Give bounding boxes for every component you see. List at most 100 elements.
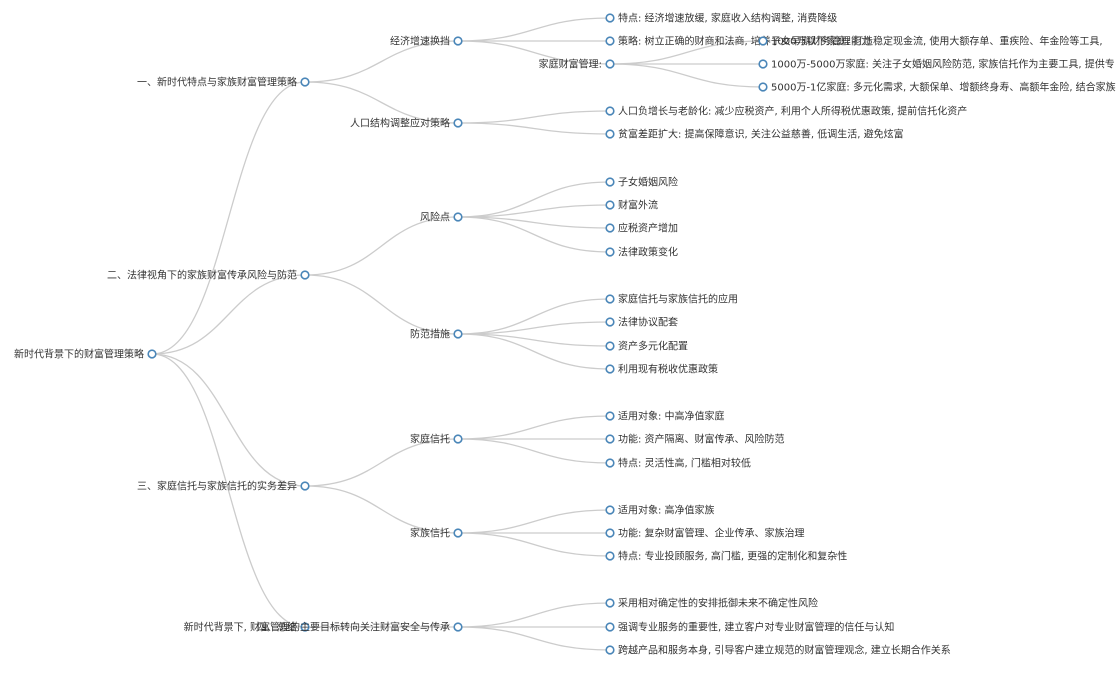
node-label: 家庭信托 bbox=[410, 433, 450, 446]
node-label: 人口负增长与老龄化: 减少应税资产, 利用个人所得税优惠政策, 提前信托化资产 bbox=[618, 105, 967, 118]
mindmap-nodes: 新时代背景下的财富管理策略 一、新时代特点与家族财富管理策略 经济增速换挡 特点: 经… bbox=[14, 12, 1116, 657]
node-toggle-circle[interactable] bbox=[605, 411, 615, 421]
connector-line bbox=[457, 321, 611, 335]
mindmap-node-r-0-1[interactable]: 人口结构调整应对策略 bbox=[350, 117, 463, 130]
mindmap-node-r-3[interactable]: 四、总结 bbox=[257, 621, 310, 634]
node-toggle-circle[interactable] bbox=[147, 349, 157, 359]
connector-line bbox=[457, 626, 611, 651]
mindmap-node-r-3-0-2[interactable]: 跨越产品和服务本身, 引导客户建立规范的财富管理观念, 建立长期合作关系 bbox=[605, 644, 951, 657]
mindmap-node-r-0-0-2-0[interactable]: 1000万以下家庭: 打造稳定现金流, 使用大额存单、重疾险、年金险等工具, bbox=[758, 35, 1103, 48]
node-label: 跨越产品和服务本身, 引导客户建立规范的财富管理观念, 建立长期合作关系 bbox=[618, 644, 951, 657]
mindmap-node-r-1[interactable]: 二、法律视角下的家族财富传承风险与防范 bbox=[107, 269, 310, 282]
node-toggle-circle[interactable] bbox=[300, 270, 310, 280]
node-toggle-circle[interactable] bbox=[605, 622, 615, 632]
node-toggle-circle[interactable] bbox=[605, 247, 615, 257]
node-label: 家庭财富管理: bbox=[539, 58, 602, 71]
connector-line bbox=[457, 216, 611, 229]
mindmap-node-r-3-0-1[interactable]: 强调专业服务的重要性, 建立客户对专业财富管理的信任与认知 bbox=[605, 621, 894, 634]
node-toggle-circle[interactable] bbox=[605, 177, 615, 187]
node-toggle-circle[interactable] bbox=[300, 622, 310, 632]
mindmap-node-r-2-0[interactable]: 家庭信托 bbox=[410, 433, 463, 446]
mindmap-node-r-0-0-2-2[interactable]: 5000万-1亿家庭: 多元化需求, 大额保单、增额终身寿、高额年金险, 结合家… bbox=[758, 81, 1116, 94]
node-toggle-circle[interactable] bbox=[605, 129, 615, 139]
node-toggle-circle[interactable] bbox=[453, 118, 463, 128]
mindmap-node-r-1-0[interactable]: 风险点 bbox=[420, 211, 463, 224]
connector-line bbox=[304, 274, 459, 335]
node-toggle-circle[interactable] bbox=[453, 329, 463, 339]
mindmap-node-r-2-0-1[interactable]: 功能: 资产隔离、财富传承、风险防范 bbox=[605, 433, 785, 446]
node-toggle-circle[interactable] bbox=[453, 528, 463, 538]
mindmap-node-r-0-0-1[interactable]: 策略: 树立正确的财商和法商, 培养子女早期财务管理能力 bbox=[605, 35, 871, 48]
node-toggle-circle[interactable] bbox=[605, 13, 615, 23]
node-toggle-circle[interactable] bbox=[758, 59, 768, 69]
node-toggle-circle[interactable] bbox=[605, 36, 615, 46]
node-label: 一、新时代特点与家族财富管理策略 bbox=[137, 76, 297, 89]
node-toggle-circle[interactable] bbox=[605, 294, 615, 304]
node-toggle-circle[interactable] bbox=[453, 36, 463, 46]
mindmap-node-r-2-1-0[interactable]: 适用对象: 高净值家族 bbox=[605, 504, 715, 517]
node-label: 家庭信托与家族信托的应用 bbox=[618, 293, 738, 306]
node-toggle-circle[interactable] bbox=[605, 317, 615, 327]
mindmap-node-r-0-0-2-1[interactable]: 1000万-5000万家庭: 关注子女婚姻风险防范, 家族信托作为主要工具, 提… bbox=[758, 58, 1115, 71]
mindmap-links bbox=[151, 17, 764, 651]
node-toggle-circle[interactable] bbox=[605, 434, 615, 444]
node-toggle-circle[interactable] bbox=[605, 59, 615, 69]
node-toggle-circle[interactable] bbox=[300, 77, 310, 87]
mindmap-node-r-0-0-2[interactable]: 家庭财富管理: bbox=[539, 58, 615, 71]
node-toggle-circle[interactable] bbox=[758, 82, 768, 92]
node-toggle-circle[interactable] bbox=[453, 622, 463, 632]
node-toggle-circle[interactable] bbox=[605, 106, 615, 116]
mindmap-node-r-0-0-0[interactable]: 特点: 经济增速放缓, 家庭收入结构调整, 消费降级 bbox=[605, 12, 837, 25]
node-toggle-circle[interactable] bbox=[605, 551, 615, 561]
mindmap-node-r-2-1-1[interactable]: 功能: 复杂财富管理、企业传承、家族治理 bbox=[605, 527, 805, 540]
connector-line bbox=[457, 122, 611, 135]
node-toggle-circle[interactable] bbox=[605, 223, 615, 233]
node-toggle-circle[interactable] bbox=[605, 364, 615, 374]
node-toggle-circle[interactable] bbox=[605, 645, 615, 655]
mindmap-node-r-0-0[interactable]: 经济增速换挡 bbox=[390, 35, 463, 48]
connector-line bbox=[609, 63, 764, 88]
node-toggle-circle[interactable] bbox=[605, 458, 615, 468]
node-toggle-circle[interactable] bbox=[453, 434, 463, 444]
mindmap-node-r-2-1-2[interactable]: 特点: 专业投顾服务, 高门槛, 更强的定制化和复杂性 bbox=[605, 550, 847, 563]
node-label: 特点: 经济增速放缓, 家庭收入结构调整, 消费降级 bbox=[618, 12, 837, 25]
node-toggle-circle[interactable] bbox=[453, 212, 463, 222]
node-toggle-circle[interactable] bbox=[300, 481, 310, 491]
mindmap-node-r-1-1-3[interactable]: 利用现有税收优惠政策 bbox=[605, 363, 718, 376]
connector-line bbox=[457, 298, 611, 335]
mindmap-node-r-2[interactable]: 三、家庭信托与家族信托的实务差异 bbox=[137, 480, 310, 493]
mindmap-node-r-0[interactable]: 一、新时代特点与家族财富管理策略 bbox=[137, 76, 310, 89]
mindmap-node-r-2-0-0[interactable]: 适用对象: 中高净值家庭 bbox=[605, 410, 725, 423]
mindmap-node-r-1-0-3[interactable]: 法律政策变化 bbox=[605, 246, 678, 259]
mindmap-node-r-1-1[interactable]: 防范措施 bbox=[410, 328, 463, 341]
node-label: 功能: 复杂财富管理、企业传承、家族治理 bbox=[618, 527, 805, 540]
node-toggle-circle[interactable] bbox=[605, 200, 615, 210]
mindmap-node-r-2-1[interactable]: 家族信托 bbox=[410, 527, 463, 540]
mindmap-node-r-3-0[interactable]: 新时代背景下, 财富管理的主要目标转向关注财富安全与传承 bbox=[184, 621, 463, 634]
mindmap-node-r-0-1-0[interactable]: 人口负增长与老龄化: 减少应税资产, 利用个人所得税优惠政策, 提前信托化资产 bbox=[605, 105, 967, 118]
node-label: 贫富差距扩大: 提高保障意识, 关注公益慈善, 低调生活, 避免炫富 bbox=[618, 128, 904, 141]
mindmap-node-r-1-0-2[interactable]: 应税资产增加 bbox=[605, 222, 678, 235]
node-toggle-circle[interactable] bbox=[605, 598, 615, 608]
mindmap-node-r-1-0-0[interactable]: 子女婚姻风险 bbox=[605, 176, 678, 189]
mindmap-node-r-1-1-1[interactable]: 法律协议配套 bbox=[605, 316, 678, 329]
mindmap-node-r-1-1-0[interactable]: 家庭信托与家族信托的应用 bbox=[605, 293, 738, 306]
mindmap-node-r-1-0-1[interactable]: 财富外流 bbox=[605, 199, 658, 212]
mindmap-node-r-0-1-1[interactable]: 贫富差距扩大: 提高保障意识, 关注公益慈善, 低调生活, 避免炫富 bbox=[605, 128, 904, 141]
node-label: 人口结构调整应对策略 bbox=[350, 117, 450, 130]
node-toggle-circle[interactable] bbox=[605, 341, 615, 351]
root-node[interactable]: 新时代背景下的财富管理策略 bbox=[14, 348, 157, 361]
node-toggle-circle[interactable] bbox=[605, 505, 615, 515]
node-label: 5000万-1亿家庭: 多元化需求, 大额保单、增额终身寿、高额年金险, 结合家… bbox=[771, 81, 1116, 94]
mindmap-node-r-1-1-2[interactable]: 资产多元化配置 bbox=[605, 340, 688, 353]
node-label: 防范措施 bbox=[410, 328, 450, 341]
node-label: 新时代背景下, 财富管理的主要目标转向关注财富安全与传承 bbox=[184, 621, 450, 634]
mindmap-node-r-3-0-0[interactable]: 采用相对确定性的安排抵御未来不确定性风险 bbox=[605, 597, 818, 610]
mindmap-node-r-2-0-2[interactable]: 特点: 灵活性高, 门槛相对较低 bbox=[605, 457, 751, 470]
node-toggle-circle[interactable] bbox=[605, 528, 615, 538]
node-toggle-circle[interactable] bbox=[758, 36, 768, 46]
connector-line bbox=[457, 40, 611, 65]
connector-line bbox=[304, 40, 459, 83]
connector-line bbox=[609, 40, 764, 65]
node-label: 应税资产增加 bbox=[618, 222, 678, 235]
